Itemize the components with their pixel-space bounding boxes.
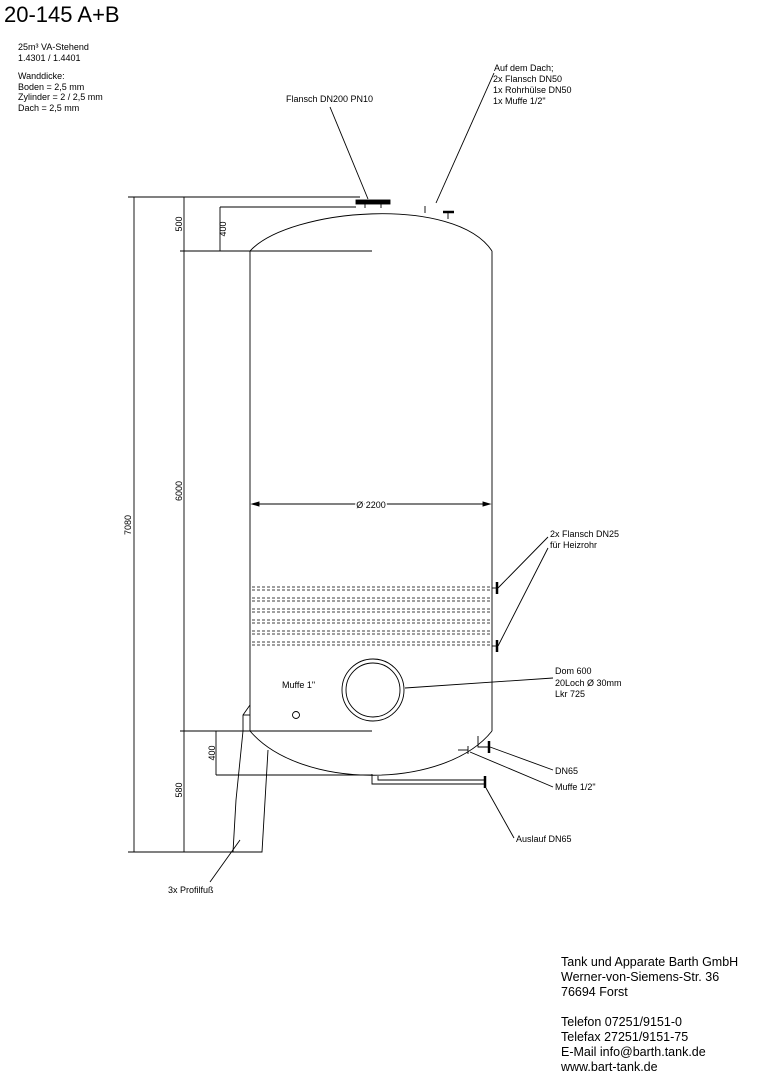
label-roof-3: 1x Muffe 1/2" [493,96,546,106]
label-roof-1: 2x Flansch DN50 [493,74,562,84]
leader-roof [435,72,495,204]
label-dn65: DN65 [555,766,578,776]
muffe-1-socket [292,711,300,719]
leader-dn65 [489,746,554,771]
leader-outlet [485,787,515,839]
heating-flanges [492,582,499,652]
label-muffe-1: Muffe 1" [282,680,315,690]
drawing-title: 20-145 A+B [4,2,120,27]
label-dome-1: Dom 600 [555,666,592,676]
label-roof-heading: Auf dem Dach; [494,63,554,73]
dim-cylinder-height-text: 6000 [174,481,184,501]
dim-diameter [250,501,492,507]
label-heating-1: 2x Flansch DN25 [550,529,619,539]
company-fax: Telefax 27251/9151-75 [561,1030,689,1044]
leader-heating-1 [497,536,549,589]
muffe-half-nozzle [458,746,469,754]
heating-coils [252,586,490,646]
leader-flange-top [329,106,369,200]
dim-total-height-text: 7080 [123,515,133,535]
dim-total-height [128,196,360,853]
company-street: Werner-von-Siemens-Str. 36 [561,970,720,984]
company-block: Tank und Apparate Barth GmbH Werner-von-… [561,955,738,1075]
manway-inner [345,662,401,718]
company-email[interactable]: E-Mail info@barth.tank.de [561,1045,706,1059]
dim-roof-height-text: 500 [174,216,184,231]
leader-heating-2 [497,547,549,647]
tank-bottom [249,730,493,776]
label-outlet: Auslauf DN65 [516,834,572,844]
dim-roof-inner [219,206,356,251]
dim-bottom-inner [215,731,372,776]
company-city: 76694 Forst [561,985,628,999]
label-dome-3: Lkr 725 [555,689,585,699]
dim-bottom-height-text: 580 [174,782,184,797]
leader-feet [209,839,241,883]
dim-bottom-height [180,731,262,853]
wall-bottom: Boden = 2,5 mm [18,81,85,92]
dim-roof-height [180,197,372,252]
company-phone: Telefon 07251/9151-0 [561,1015,682,1029]
dim-diameter-text: Ø 2200 [356,500,386,510]
tank-spec: 25m³ VA-Stehend 1.4301 / 1.4401 [18,42,89,63]
manway-outer [341,658,405,722]
dim-roof-inner-text: 400 [218,221,228,236]
company-web[interactable]: www.bart-tank.de [561,1060,658,1074]
wall-heading: Wanddicke: [18,71,65,81]
dn65-nozzle [477,736,491,753]
wall-thickness: Wanddicke: Boden = 2,5 mm Zylinder = 2 /… [18,71,103,113]
company-name: Tank und Apparate Barth GmbH [561,955,739,969]
roof-flange-dn50 [443,210,454,219]
label-feet: 3x Profilfuß [168,885,214,895]
dim-bottom-inner-text: 400 [207,745,217,760]
label-flange-top: Flansch DN200 PN10 [286,94,373,104]
wall-roof: Dach = 2,5 mm [18,102,80,113]
outlet-pipe [371,774,487,788]
leader-muffe-half [469,751,554,788]
dim-cylinder-height [180,251,372,732]
label-heating-2: für Heizrohr [550,540,597,550]
label-roof-2: 1x Rohrhülse DN50 [493,85,572,95]
wall-cylinder: Zylinder = 2 / 2,5 mm [18,92,103,102]
label-dome-2: 20Loch Ø 30mm [555,678,622,688]
profile-feet [232,704,269,853]
tank-model: 25m³ VA-Stehend [18,42,89,52]
tank-roof [249,213,493,252]
label-muffe-half: Muffe 1/2" [555,782,596,792]
leader-dome [404,677,554,689]
top-flange [355,199,391,205]
tank-material: 1.4301 / 1.4401 [18,52,81,63]
